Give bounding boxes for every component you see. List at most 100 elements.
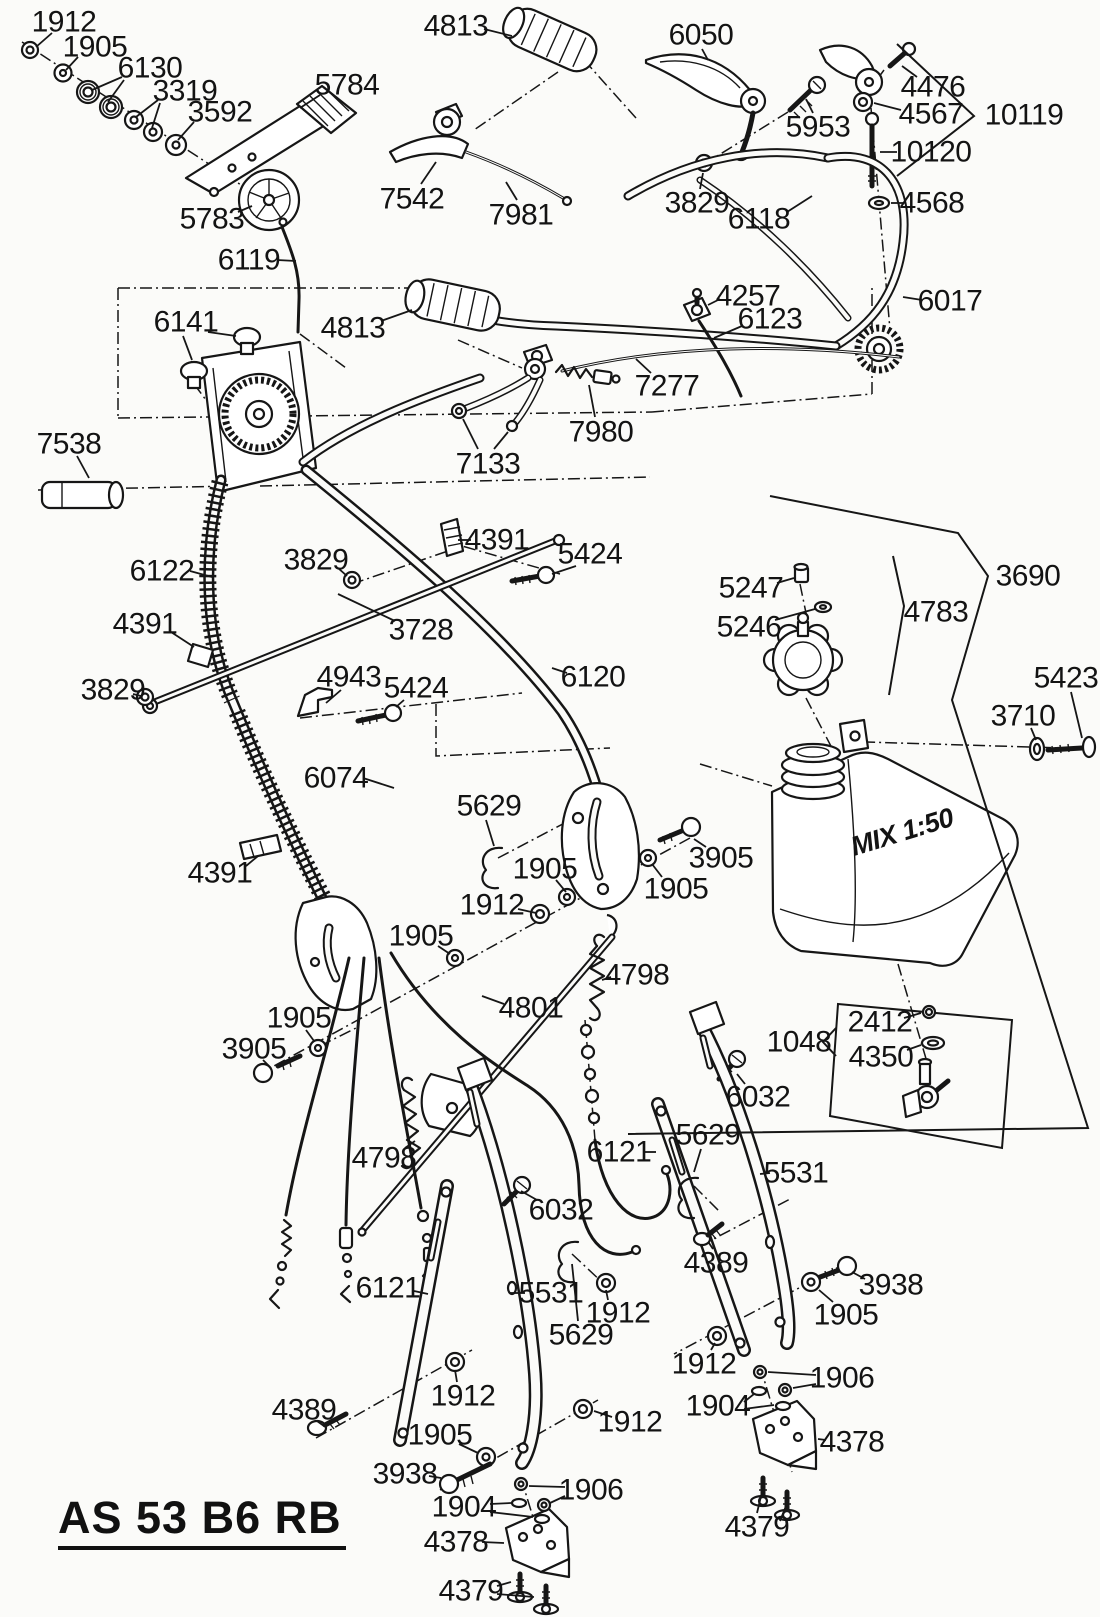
part-label-4798-b: 4798 — [352, 1142, 417, 1175]
handle-grip-left — [404, 278, 501, 332]
leader-6141 — [207, 331, 237, 337]
leader-4801 — [481, 995, 505, 1005]
part-label-4389-b: 4389 — [272, 1394, 337, 1427]
leader-1906-a — [528, 1485, 566, 1488]
leader-4378-b — [817, 1438, 827, 1441]
part-label-1905-g: 1905 — [408, 1419, 473, 1452]
stand-legs-group — [393, 1000, 858, 1470]
leader-6074 — [362, 777, 395, 789]
part-label-5629-b: 5629 — [549, 1319, 614, 1352]
part-label-10120: 10120 — [891, 136, 972, 169]
part-label-2412: 2412 — [848, 1006, 913, 1039]
cable-3 — [377, 956, 423, 1210]
part-label-4391-a: 4391 — [465, 524, 530, 557]
leader-1905-b — [555, 879, 567, 893]
part-label-3829-a: 3829 — [665, 187, 730, 220]
leader-1912-b — [517, 908, 537, 914]
part-label-1905-b: 1905 — [513, 853, 578, 886]
leader-3829-c — [132, 693, 142, 697]
bracket-4943 — [296, 686, 334, 718]
leader-6118 — [786, 195, 813, 213]
leader-3319-1 — [151, 102, 161, 129]
leader-1905-g — [458, 1443, 479, 1454]
part-label-3905-b: 3905 — [222, 1033, 287, 1066]
part-label-4379-b: 4379 — [725, 1511, 790, 1544]
leader-7538 — [76, 455, 90, 479]
part-label-3829-c: 3829 — [81, 674, 146, 707]
fuel-tank-group — [716, 562, 1097, 1150]
leader-5423 — [1070, 691, 1083, 739]
leader-6032-b — [520, 1190, 538, 1201]
part-label-5629-a: 5629 — [457, 790, 522, 823]
leader-1912-a — [35, 32, 53, 48]
leader-6122 — [189, 570, 213, 578]
leader-3938-a — [851, 1271, 866, 1280]
part-label-3592: 3592 — [188, 96, 253, 129]
leader-1912-c — [605, 1289, 609, 1301]
part-label-3905-a: 3905 — [689, 842, 754, 875]
leader-6121-a — [413, 1290, 429, 1295]
screw-6032b — [501, 1175, 532, 1207]
screw-5423 — [1045, 735, 1097, 759]
part-label-7133: 7133 — [456, 448, 521, 481]
leader-4378-a — [481, 1541, 505, 1544]
leader-7277 — [635, 358, 652, 374]
leader-1904-a-1 — [489, 1511, 534, 1518]
screw-4389a — [692, 1221, 725, 1247]
fuel-cap-4783 — [762, 611, 844, 697]
control-lever-assembly — [404, 278, 621, 433]
leader-2412 — [903, 1012, 922, 1019]
leader-3938-b — [428, 1475, 442, 1479]
leader-5246 — [774, 608, 816, 621]
part-label-6122: 6122 — [130, 555, 195, 588]
part-label-5424-a: 5424 — [558, 538, 623, 571]
leader-4813-a — [483, 28, 513, 37]
part-label-4350: 4350 — [849, 1041, 914, 1074]
part-label-1905-f: 1905 — [814, 1299, 879, 1332]
part-label-3728: 3728 — [389, 614, 454, 647]
leader-6050 — [701, 48, 709, 61]
leader-3829-a — [699, 172, 704, 190]
clamp-4391c — [238, 833, 283, 861]
part-label-4813-b: 4813 — [321, 312, 386, 345]
leader-3905-a — [693, 838, 707, 848]
cable-4 — [389, 951, 634, 1256]
leader-5953 — [805, 98, 814, 114]
cable-7981 — [464, 150, 565, 200]
callout-bracket-4783 — [888, 555, 906, 696]
bolt-3905b — [252, 1053, 303, 1084]
part-label-6141: 6141 — [154, 306, 219, 339]
leader-6120 — [551, 667, 568, 674]
leader-3829-b — [337, 567, 348, 577]
part-label-4378-b: 4378 — [820, 1426, 885, 1459]
screws-4379a — [506, 1571, 560, 1616]
callout-bracket-10119 — [896, 43, 976, 177]
part-label-4568: 4568 — [900, 187, 965, 220]
part-label-1912-c: 1912 — [586, 1297, 651, 1330]
part-label-4378-a: 4378 — [424, 1526, 489, 1559]
part-label-5629-c: 5629 — [676, 1119, 741, 1152]
leader-4813-b — [380, 309, 413, 322]
part-labels: 1912190561303319359257845783611948137542… — [32, 6, 1099, 1608]
leader-1904-a — [489, 1502, 512, 1505]
part-label-6050: 6050 — [669, 19, 734, 52]
leader-4567 — [873, 102, 902, 111]
part-label-1912-e: 1912 — [431, 1380, 496, 1413]
starter-rope-6119 — [280, 225, 301, 334]
part-label-6118: 6118 — [728, 203, 791, 236]
leader-5424-b — [395, 699, 405, 708]
leader-6032-a — [736, 1073, 746, 1085]
cable-loop — [593, 1138, 672, 1220]
leader-6119 — [276, 259, 297, 262]
leader-1904-b — [743, 1393, 755, 1403]
spring-7980 — [554, 363, 594, 380]
leader-7133 — [462, 418, 479, 450]
part-label-5246: 5246 — [717, 611, 782, 644]
diagram-title: AS 53 B6 RB — [58, 1492, 346, 1550]
part-label-7981: 7981 — [489, 199, 554, 232]
part-label-1912-a: 1912 — [32, 6, 97, 39]
part-label-3319: 3319 — [153, 75, 218, 108]
leader-1905-d — [437, 945, 451, 955]
leader-5783 — [237, 205, 253, 213]
part-label-4257: 4257 — [716, 280, 781, 313]
